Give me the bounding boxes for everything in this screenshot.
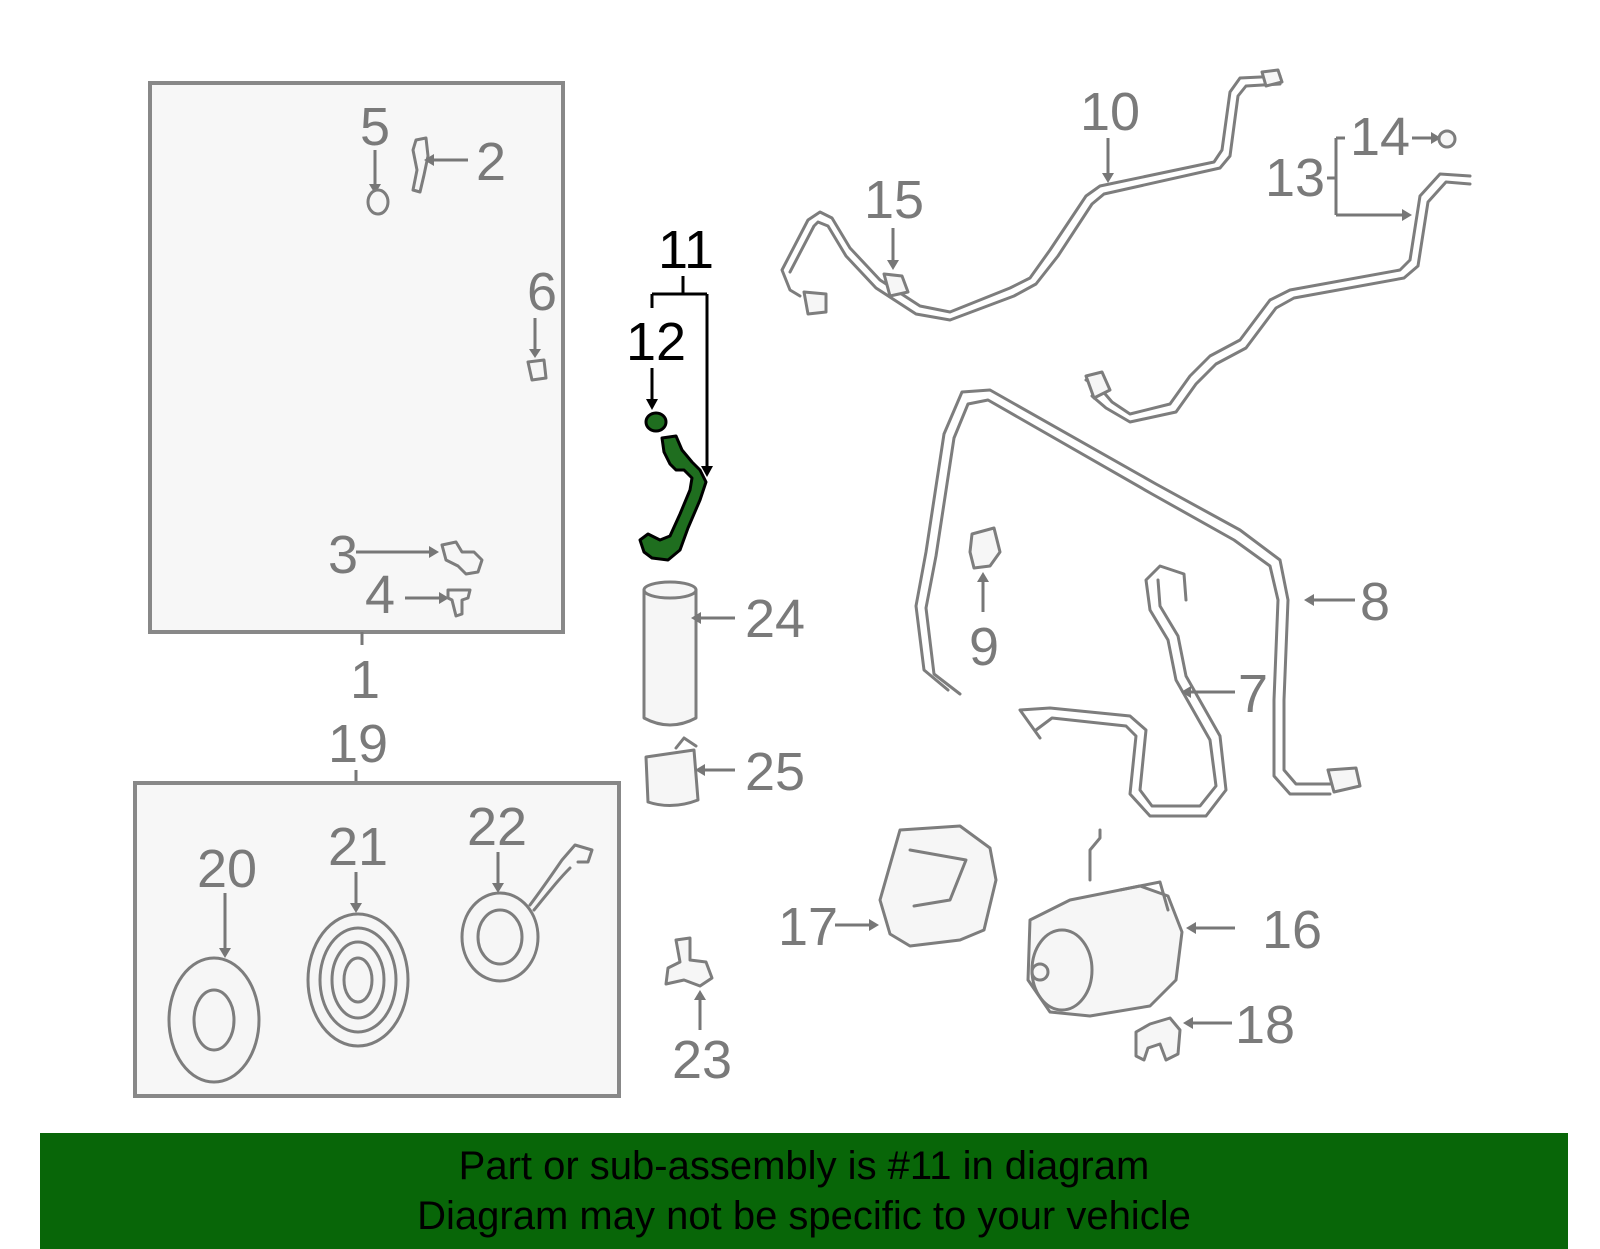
grommet-part-5[interactable] bbox=[366, 188, 390, 216]
callout-16[interactable]: 16 bbox=[1262, 900, 1322, 960]
callout-22[interactable]: 22 bbox=[467, 797, 527, 857]
banner-line-disclaimer: Diagram may not be specific to your vehi… bbox=[417, 1194, 1191, 1238]
callout-5[interactable]: 5 bbox=[360, 97, 390, 157]
clip-part-6[interactable] bbox=[526, 358, 548, 382]
pressure-switch-part-15[interactable] bbox=[882, 272, 910, 298]
pulley-part-21[interactable] bbox=[306, 912, 410, 1048]
bracket-part-25[interactable] bbox=[644, 748, 700, 807]
cap-part-14[interactable] bbox=[1437, 129, 1457, 149]
callout-18[interactable]: 18 bbox=[1235, 995, 1295, 1055]
clutch-hub-part-20[interactable] bbox=[167, 956, 261, 1084]
callout-17[interactable]: 17 bbox=[778, 897, 838, 957]
callout-19[interactable]: 19 bbox=[328, 714, 388, 774]
condenser-box bbox=[148, 81, 565, 634]
callout-9[interactable]: 9 bbox=[969, 617, 999, 677]
field-coil-part-22[interactable] bbox=[460, 891, 540, 983]
callout-11[interactable]: 11 bbox=[658, 220, 714, 280]
callout-2[interactable]: 2 bbox=[476, 132, 506, 192]
receiver-drier-part-24[interactable] bbox=[642, 588, 698, 727]
callout-24[interactable]: 24 bbox=[745, 589, 805, 649]
hose-part-7[interactable] bbox=[1018, 564, 1218, 808]
bracket-part-18[interactable] bbox=[1134, 1016, 1182, 1062]
bracket-part-9[interactable] bbox=[968, 526, 1002, 570]
pressure-hose-part-11[interactable] bbox=[638, 434, 708, 562]
suction-line-part-10[interactable] bbox=[780, 74, 1282, 314]
bracket-part-3[interactable] bbox=[440, 540, 484, 576]
discharge-hose-part-8[interactable] bbox=[914, 388, 1332, 786]
callout-6[interactable]: 6 bbox=[527, 262, 557, 322]
compressor-bracket-part-17[interactable] bbox=[878, 824, 998, 948]
compressor-part-16[interactable] bbox=[1026, 884, 1184, 1018]
callout-4[interactable]: 4 bbox=[365, 565, 395, 625]
info-banner: Part or sub-assembly is #11 in diagram D… bbox=[40, 1133, 1568, 1249]
callout-21[interactable]: 21 bbox=[328, 817, 388, 877]
banner-line-part: Part or sub-assembly is #11 in diagram bbox=[458, 1144, 1150, 1188]
callout-14[interactable]: 14 bbox=[1350, 107, 1410, 167]
callout-1[interactable]: 1 bbox=[350, 650, 380, 710]
bolt-part-4[interactable] bbox=[446, 588, 472, 618]
callout-13[interactable]: 13 bbox=[1265, 148, 1325, 208]
liquid-line-part-13[interactable] bbox=[1084, 172, 1472, 416]
callout-23[interactable]: 23 bbox=[672, 1030, 732, 1090]
callout-12[interactable]: 12 bbox=[626, 312, 686, 372]
clamp-part-23[interactable] bbox=[664, 936, 714, 988]
callout-3[interactable]: 3 bbox=[328, 525, 358, 585]
callout-10[interactable]: 10 bbox=[1080, 82, 1140, 142]
callout-7[interactable]: 7 bbox=[1238, 664, 1268, 724]
bracket-part-2[interactable] bbox=[411, 136, 430, 194]
callout-8[interactable]: 8 bbox=[1360, 572, 1390, 632]
callout-15[interactable]: 15 bbox=[864, 170, 924, 230]
callout-20[interactable]: 20 bbox=[197, 839, 257, 899]
callout-25[interactable]: 25 bbox=[745, 742, 805, 802]
cap-part-12[interactable] bbox=[644, 411, 668, 433]
